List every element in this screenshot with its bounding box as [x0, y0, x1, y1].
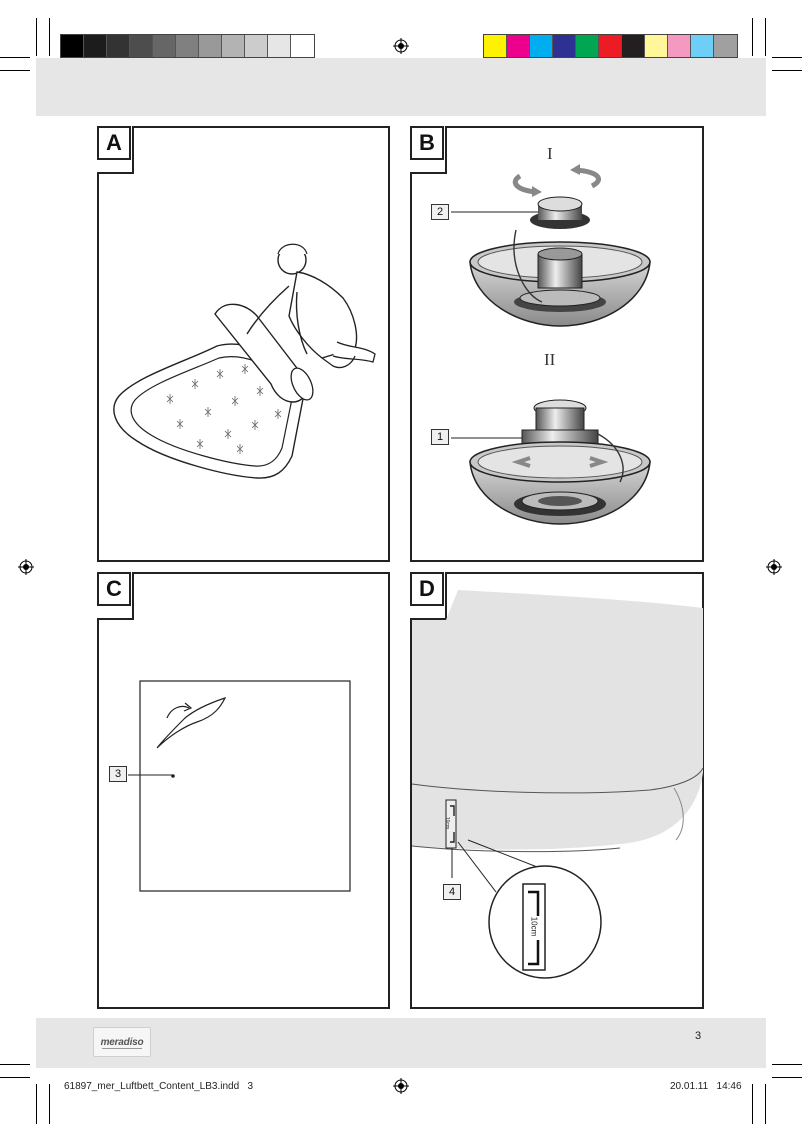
crop-mark-icon	[0, 70, 30, 71]
file-name: 61897_mer_Luftbett_Content_LB3.indd 3	[64, 1081, 254, 1092]
crop-mark-icon	[752, 1084, 753, 1124]
process-color-swatch	[576, 35, 599, 57]
brand-logo: meradiso	[93, 1027, 151, 1057]
crop-mark-icon	[772, 70, 802, 71]
crop-mark-icon	[49, 18, 50, 56]
gray-swatch	[245, 35, 268, 57]
registration-mark-icon	[393, 1078, 409, 1094]
process-color-swatch	[553, 35, 576, 57]
gray-swatch	[199, 35, 222, 57]
gray-swatch	[268, 35, 291, 57]
panel-letter-d: D	[410, 572, 444, 606]
header-band	[36, 58, 766, 116]
gray-scale-bar	[60, 34, 315, 58]
process-color-swatch	[530, 35, 553, 57]
mattress-edge-illustration	[411, 590, 704, 979]
crop-mark-icon	[752, 18, 753, 56]
crop-mark-icon	[0, 1077, 30, 1078]
marker-label-small: 10cm	[444, 816, 450, 830]
registration-mark-icon	[18, 559, 34, 575]
callout-1: 1	[431, 429, 449, 445]
page-number: 3	[695, 1030, 702, 1042]
gray-swatch	[222, 35, 245, 57]
registration-mark-icon	[766, 559, 782, 575]
crop-mark-icon	[49, 1084, 50, 1124]
process-color-bar	[483, 34, 738, 58]
crop-mark-icon	[772, 57, 802, 58]
timestamp: 20.01.11 14:46	[670, 1081, 742, 1092]
step-label-one: I	[547, 144, 553, 163]
process-color-swatch	[507, 35, 530, 57]
gray-swatch	[153, 35, 176, 57]
crop-mark-icon	[0, 1064, 30, 1065]
crop-mark-icon	[765, 18, 766, 56]
gray-swatch	[130, 35, 153, 57]
panel-letter-b: B	[410, 126, 444, 160]
panel-c: C 3	[97, 572, 390, 1009]
gray-swatch	[61, 35, 84, 57]
crop-mark-icon	[0, 57, 30, 58]
process-color-swatch	[691, 35, 714, 57]
gray-swatch	[176, 35, 199, 57]
crop-mark-icon	[36, 18, 37, 56]
marker-label-large: 10cm	[529, 916, 539, 937]
panel-letter-a: A	[97, 126, 131, 160]
process-color-swatch	[599, 35, 622, 57]
gray-swatch	[107, 35, 130, 57]
crop-mark-icon	[36, 1084, 37, 1124]
panel-d: D 4 10cm 10cm	[410, 572, 704, 1009]
panel-a: A	[97, 126, 390, 562]
registration-mark-icon	[393, 38, 409, 54]
crop-mark-icon	[765, 1084, 766, 1124]
step-label-two: II	[544, 350, 556, 369]
process-color-swatch	[645, 35, 668, 57]
process-color-swatch	[714, 35, 737, 57]
process-color-swatch	[622, 35, 645, 57]
repair-patch-illustration	[128, 680, 351, 892]
crop-mark-icon	[772, 1064, 802, 1065]
callout-4: 4	[443, 884, 461, 900]
footer-band	[36, 1018, 766, 1068]
process-color-swatch	[484, 35, 507, 57]
panel-letter-c: C	[97, 572, 131, 606]
process-color-swatch	[668, 35, 691, 57]
callout-2: 2	[431, 204, 449, 220]
panel-b: B I II 2 1	[410, 126, 704, 562]
callout-3: 3	[109, 766, 127, 782]
gray-swatch	[291, 35, 314, 57]
valve-illustration	[451, 164, 651, 525]
mattress-rolling-illustration	[113, 243, 376, 479]
gray-swatch	[84, 35, 107, 57]
crop-mark-icon	[772, 1077, 802, 1078]
